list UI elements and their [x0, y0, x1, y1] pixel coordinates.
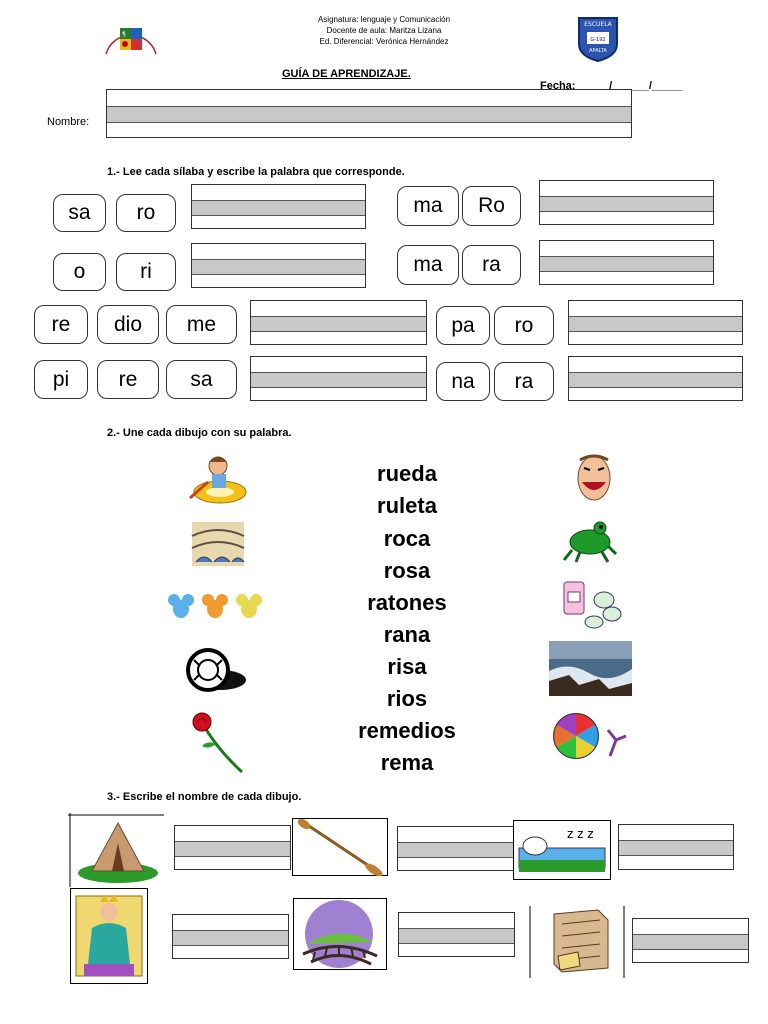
word-item[interactable]: roca	[383, 526, 431, 551]
svg-text:G-192: G-192	[590, 37, 605, 43]
word-item[interactable]: remedios	[358, 718, 456, 743]
svg-text:APALTA: APALTA	[589, 48, 607, 54]
laughing-face-picture[interactable]	[570, 452, 616, 504]
answer-box[interactable]	[191, 243, 366, 288]
syllable-box: ro	[494, 306, 554, 345]
word-item[interactable]: ratones	[367, 590, 447, 615]
tent-picture[interactable]	[68, 813, 164, 887]
syllable-box: ma	[397, 186, 459, 226]
boy-in-float-picture[interactable]	[184, 452, 248, 508]
answer-box[interactable]	[632, 918, 749, 963]
sleeping-person-picture[interactable]: z z z	[513, 820, 611, 880]
syllable-box: sa	[166, 360, 237, 399]
answer-box[interactable]	[398, 912, 515, 957]
header-special-ed: Ed. Diferencial: Verónica Hernández	[319, 37, 449, 46]
syllable-box: dio	[97, 305, 159, 344]
school-shield-logo: ESCUELA G-192 APALTA	[575, 14, 621, 63]
answer-box[interactable]	[539, 180, 714, 225]
syllable-box: pi	[34, 360, 88, 399]
section-1-heading: 1.- Lee cada sílaba y escribe la palabra…	[107, 166, 405, 178]
syllable-box: Ro	[462, 186, 521, 226]
tire-picture[interactable]	[186, 646, 248, 698]
word-item[interactable]: rosa	[383, 558, 431, 583]
section-3-heading: 3.- Escribe el nombre de cada dibujo.	[107, 791, 302, 803]
header-subject: Asignatura: lenguaje y Comunicación	[317, 15, 451, 24]
header-teacher: Docente de aula: Maritza Lizana	[326, 26, 442, 35]
answer-box[interactable]	[568, 356, 743, 401]
syllable-box: ro	[116, 194, 176, 232]
syllable-box: o	[53, 253, 106, 291]
syllable-box: re	[97, 360, 159, 399]
answer-box[interactable]	[618, 824, 734, 870]
syllable-box: me	[166, 305, 237, 344]
word-item[interactable]: risa	[387, 654, 427, 679]
syllable-box: ri	[116, 253, 176, 291]
syllable-box: re	[34, 305, 88, 344]
answer-box[interactable]	[568, 300, 743, 345]
syllable-box: ra	[462, 245, 521, 285]
svg-text:ESCUELA: ESCUELA	[584, 21, 612, 28]
answer-box[interactable]	[397, 826, 514, 871]
roulette-wheel-picture[interactable]	[550, 710, 630, 770]
king-picture[interactable]	[70, 888, 148, 984]
svg-text:¶: ¶	[122, 31, 126, 38]
name-input-box[interactable]	[106, 89, 632, 138]
cabinet-picture[interactable]	[528, 906, 628, 978]
name-label: Nombre:	[47, 116, 90, 128]
syllable-box: sa	[53, 194, 106, 232]
pills-picture[interactable]	[560, 578, 622, 630]
page-title: GUÍA DE APRENDIZAJE.	[282, 68, 411, 80]
answer-box[interactable]	[539, 240, 714, 285]
mice-picture[interactable]	[164, 592, 272, 622]
word-item[interactable]: rana	[383, 622, 431, 647]
bridge-picture[interactable]	[190, 518, 246, 570]
syllable-box: ma	[397, 245, 459, 285]
answer-box[interactable]	[191, 184, 366, 229]
syllable-box: na	[436, 362, 490, 401]
word-item[interactable]: ruleta	[377, 493, 437, 518]
word-item[interactable]: rios	[386, 686, 428, 711]
syllable-box: ra	[494, 362, 554, 401]
railroad-picture[interactable]	[293, 898, 387, 970]
syllable-box: pa	[436, 306, 490, 345]
word-item[interactable]: rema	[380, 750, 434, 775]
word-item[interactable]: rueda	[377, 461, 437, 486]
answer-box[interactable]	[172, 914, 289, 959]
rocky-sea-picture[interactable]	[549, 641, 632, 696]
rose-picture[interactable]	[188, 710, 246, 774]
answer-box[interactable]	[250, 300, 427, 345]
paddle-picture[interactable]	[292, 818, 388, 877]
section-2-heading: 2.- Une cada dibujo con su palabra.	[107, 427, 292, 439]
svg-text:z z z: z z z	[567, 827, 594, 841]
frog-picture[interactable]	[562, 518, 618, 564]
answer-box[interactable]	[250, 356, 427, 401]
answer-box[interactable]	[174, 825, 291, 870]
school-integration-logo: ¶	[100, 14, 162, 64]
